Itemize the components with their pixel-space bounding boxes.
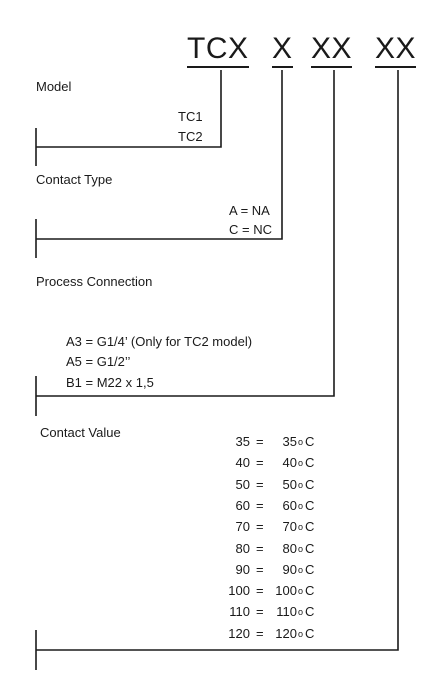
contact-value-title: Contact Value (40, 425, 121, 440)
contact-value-code: 120 (228, 625, 250, 641)
process-connection-option-1: A3 = G1/4’ (Only for TC2 model) (66, 334, 253, 349)
degree-symbol: o (298, 500, 304, 511)
contact-value-code: 110 (229, 604, 250, 620)
contact-value-temperature: 40 (282, 455, 297, 471)
model-option-2: TC2 (178, 129, 203, 144)
contact-value-equals: = (256, 434, 264, 449)
code-segment-1: X (272, 30, 293, 68)
degree-symbol: o (298, 564, 304, 575)
contact-value-unit: C (305, 434, 315, 449)
contact-value-temperature: 80 (282, 540, 297, 556)
contact-value-unit: C (305, 604, 315, 620)
contact-value-equals: = (256, 455, 264, 471)
model-title: Model (36, 79, 72, 94)
degree-symbol: o (298, 479, 304, 490)
contact-type-option-1: A = NA (229, 203, 270, 218)
contact-value-temperature: 50 (282, 476, 297, 492)
contact-value-temperature: 110 (276, 604, 297, 620)
contact-value-code: 35 (235, 434, 250, 449)
process-connection-option-2: A5 = G1/2’’ (66, 354, 131, 369)
contact-value-code: 60 (235, 497, 250, 513)
contact-type-title: Contact Type (36, 172, 113, 187)
contact-value-equals: = (256, 583, 264, 599)
contact-value-code: 100 (228, 583, 250, 599)
contact-value-unit: C (305, 583, 315, 599)
process-connection-title: Process Connection (36, 274, 153, 289)
contact-value-temperature: 90 (282, 561, 297, 577)
contact-value-unit: C (305, 455, 315, 471)
contact-value-code: 70 (235, 519, 250, 535)
contact-value-equals: = (256, 519, 264, 535)
degree-symbol: o (298, 607, 304, 618)
degree-symbol: o (298, 543, 304, 554)
contact-value-unit: C (305, 561, 315, 577)
code-segment-2: XX (311, 30, 353, 68)
contact-type-option-2: C = NC (229, 222, 272, 237)
contact-value-equals: = (256, 561, 264, 577)
model-option-1: TC1 (178, 109, 203, 124)
contact-value-equals: = (256, 604, 264, 620)
contact-value-code: 90 (235, 561, 250, 577)
contact-value-temperature: 35 (282, 434, 297, 449)
degree-symbol: o (298, 458, 304, 469)
contact-value-temperature: 120 (275, 625, 297, 641)
contact-value-code: 40 (235, 455, 250, 471)
degree-symbol: o (298, 437, 304, 447)
contact-value-unit: C (305, 519, 315, 535)
contact-value-unit: C (305, 540, 315, 556)
degree-symbol: o (298, 522, 304, 533)
contact-value-equals: = (256, 476, 264, 492)
process-connection-connector (36, 70, 335, 397)
contact-value-equals: = (256, 540, 264, 556)
degree-symbol: o (298, 586, 304, 597)
contact-value-temperature: 60 (282, 497, 297, 513)
contact-value-equals: = (256, 625, 264, 641)
contact-value-connector (36, 70, 399, 651)
contact-type-connector (36, 70, 283, 240)
contact-value-code: 50 (235, 476, 250, 492)
model-connector (36, 70, 222, 148)
contact-value-unit: C (305, 476, 315, 492)
code-prefix: TCX (187, 30, 249, 68)
contact-value-unit: C (305, 497, 315, 513)
contact-value-temperature: 100 (275, 583, 297, 599)
contact-value-temperature: 70 (282, 519, 297, 535)
contact-value-code: 80 (235, 540, 250, 556)
contact-value-unit: C (305, 625, 315, 641)
contact-value-equals: = (256, 497, 264, 513)
process-connection-option-3: B1 = M22 x 1,5 (66, 375, 154, 390)
degree-symbol: o (298, 628, 304, 639)
code-segment-3: XX (375, 30, 417, 68)
